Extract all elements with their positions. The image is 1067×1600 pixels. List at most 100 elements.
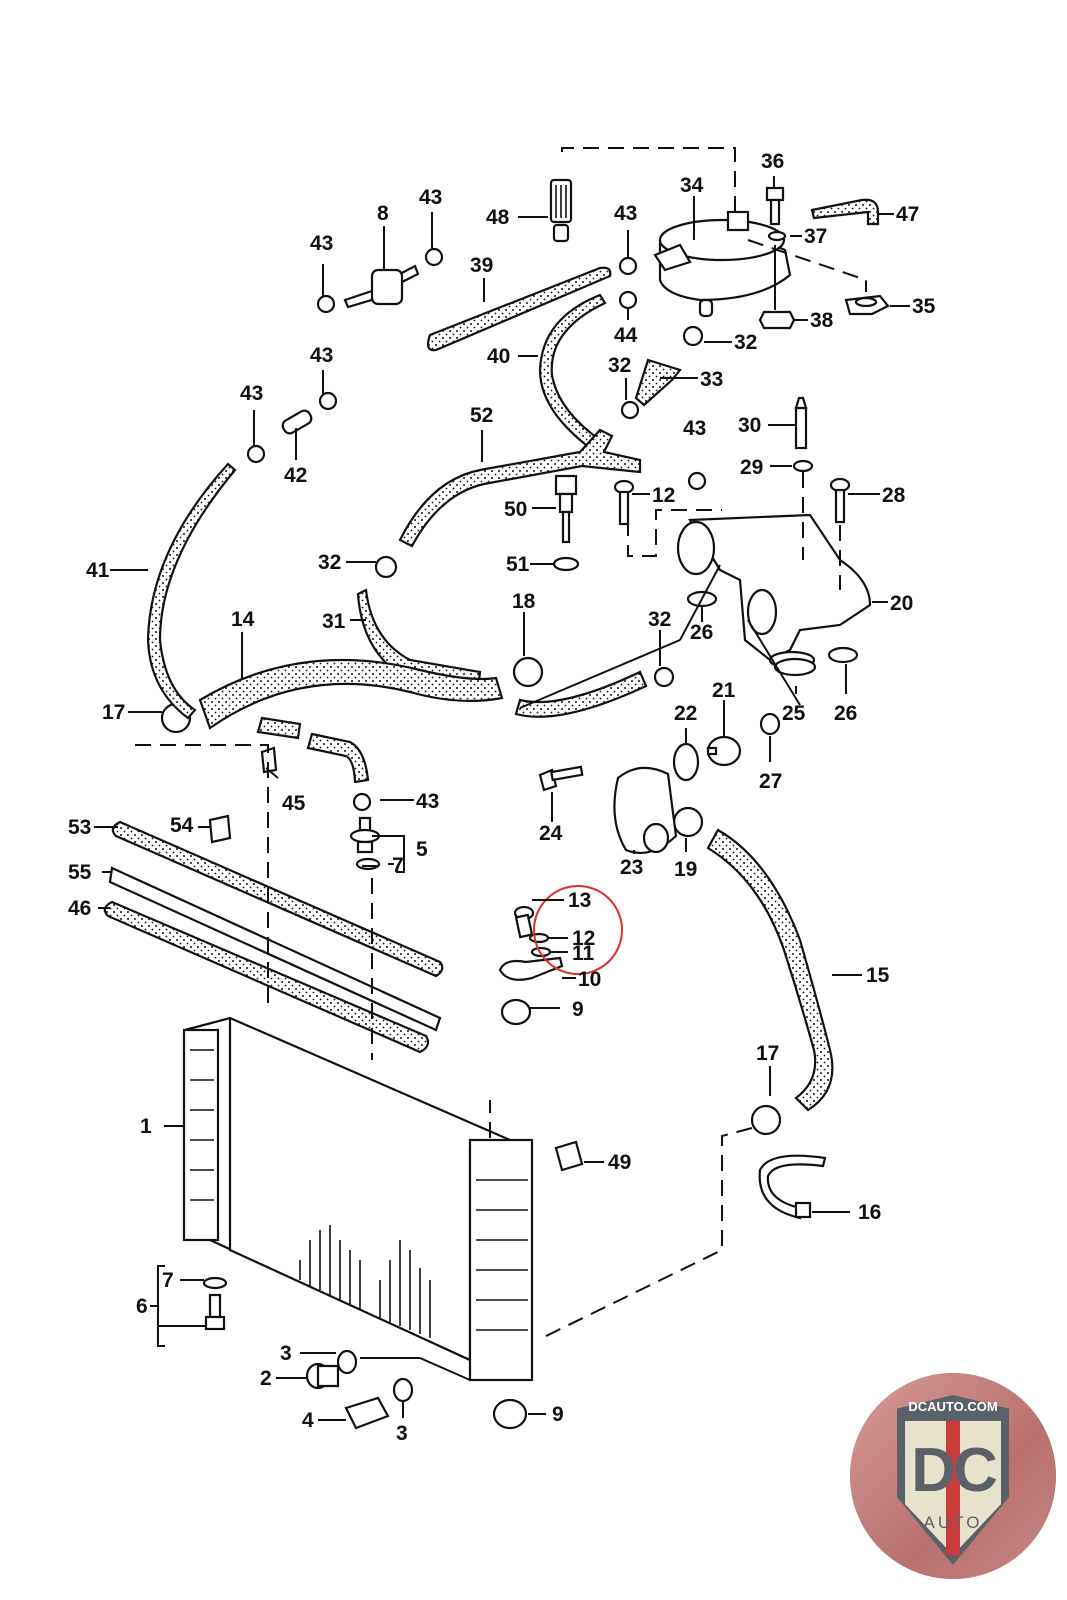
washer-29[interactable] [792, 459, 814, 473]
mount-9-upper[interactable] [500, 998, 532, 1026]
bolt-13[interactable] [513, 905, 535, 939]
logo-stripe [946, 1421, 960, 1555]
label-22: 22 [674, 702, 697, 725]
clamp-43 [424, 247, 444, 267]
label-30: 30 [738, 414, 761, 437]
label-21: 21 [712, 679, 736, 702]
clamp-32 [374, 555, 398, 579]
hose-small-right[interactable] [306, 732, 370, 784]
sensor-50[interactable] [554, 474, 578, 544]
washer-37[interactable] [767, 230, 787, 242]
hose-39[interactable] [426, 266, 612, 352]
gasket-25[interactable] [773, 657, 817, 677]
label-34: 34 [680, 174, 704, 197]
label-14: 14 [231, 608, 255, 631]
washer-7-lower[interactable] [202, 1276, 228, 1290]
bolt-36[interactable] [765, 186, 785, 226]
label-48: 48 [486, 206, 510, 229]
bolt-28[interactable] [829, 477, 851, 524]
clamp-32 [653, 666, 675, 688]
clamp-43 [687, 471, 707, 491]
plug-27[interactable] [759, 712, 781, 736]
o-ring-22[interactable] [672, 742, 700, 782]
drain-valve-4[interactable] [344, 1396, 390, 1430]
label-3: 3 [280, 1342, 292, 1365]
label-29: 29 [740, 456, 763, 479]
hose-41[interactable] [146, 462, 237, 720]
hose-32-lower[interactable] [514, 670, 648, 718]
label-26: 26 [834, 702, 857, 725]
label-32: 32 [648, 608, 671, 631]
hose-40[interactable] [538, 293, 607, 450]
clamp-32 [682, 325, 704, 347]
label-15: 15 [866, 964, 890, 987]
clamp-43 [318, 391, 338, 411]
mount-9-lower[interactable] [492, 1398, 528, 1430]
label-16: 16 [858, 1201, 881, 1224]
clamp-32 [620, 400, 640, 420]
label-2: 2 [260, 1367, 272, 1390]
strip-46[interactable] [103, 900, 430, 1054]
strip-55[interactable] [108, 866, 442, 1032]
sleeve-49[interactable] [554, 1140, 584, 1172]
label-25: 25 [782, 702, 806, 725]
label-43: 43 [683, 417, 706, 440]
valve-8[interactable] [343, 264, 420, 309]
cap-48[interactable] [549, 178, 573, 243]
label-9: 9 [552, 1403, 564, 1426]
label-32: 32 [734, 331, 757, 354]
label-17: 17 [102, 701, 125, 724]
label-6: 6 [136, 1295, 148, 1318]
gasket-26-lower[interactable] [827, 646, 859, 664]
hose-small-left[interactable] [256, 716, 302, 740]
screw-6[interactable] [204, 1293, 226, 1331]
radiator-1[interactable] [182, 1016, 534, 1382]
label-12: 12 [572, 927, 595, 950]
label-24: 24 [539, 822, 563, 845]
label-43: 43 [419, 186, 442, 209]
hose-47[interactable] [810, 198, 880, 226]
bolt-24[interactable] [538, 765, 584, 792]
washer-7-upper[interactable] [355, 857, 381, 871]
label-32: 32 [318, 551, 341, 574]
clip-54[interactable] [208, 814, 232, 844]
label-26: 26 [690, 621, 713, 644]
label-51: 51 [506, 553, 530, 576]
sensor-30[interactable] [794, 396, 808, 450]
label-27: 27 [759, 770, 782, 793]
label-35: 35 [912, 295, 936, 318]
label-4: 4 [302, 1409, 314, 1432]
label-47: 47 [896, 203, 919, 226]
washer-3-upper[interactable] [336, 1349, 358, 1375]
dcauto-logo: DCAUTO.COM DC AUTO [850, 1373, 1056, 1579]
hose-14[interactable] [198, 658, 504, 730]
highlight-circle [533, 885, 623, 975]
drain-plug-2[interactable] [305, 1362, 340, 1390]
washer-3-lower[interactable] [392, 1377, 414, 1403]
hose-52[interactable] [398, 428, 642, 548]
expansion-tank-34[interactable] [653, 210, 792, 318]
hose-33[interactable] [634, 358, 682, 407]
elbow-23[interactable] [613, 766, 678, 854]
bracket-10[interactable] [498, 956, 564, 981]
label-33: 33 [700, 368, 723, 391]
clamp-43 [316, 294, 336, 314]
thermostat-21[interactable] [706, 735, 742, 767]
label-28: 28 [882, 484, 906, 507]
label-18: 18 [512, 590, 536, 613]
washer-12[interactable] [528, 932, 550, 944]
clamp-43 [618, 256, 638, 276]
label-42: 42 [284, 464, 307, 487]
washer-51[interactable] [552, 556, 580, 572]
strap-16[interactable] [758, 1154, 827, 1220]
connector-42[interactable] [281, 408, 314, 435]
label-44: 44 [614, 324, 638, 347]
hose-15[interactable] [706, 828, 834, 1112]
nut-38[interactable] [758, 310, 796, 330]
label-7: 7 [392, 854, 404, 877]
label-7: 7 [162, 1269, 174, 1292]
grommet-35[interactable] [844, 294, 890, 316]
clip-45[interactable] [260, 746, 278, 774]
logo-mark: DC [911, 1436, 998, 1505]
bolt-12-top[interactable] [613, 479, 635, 526]
